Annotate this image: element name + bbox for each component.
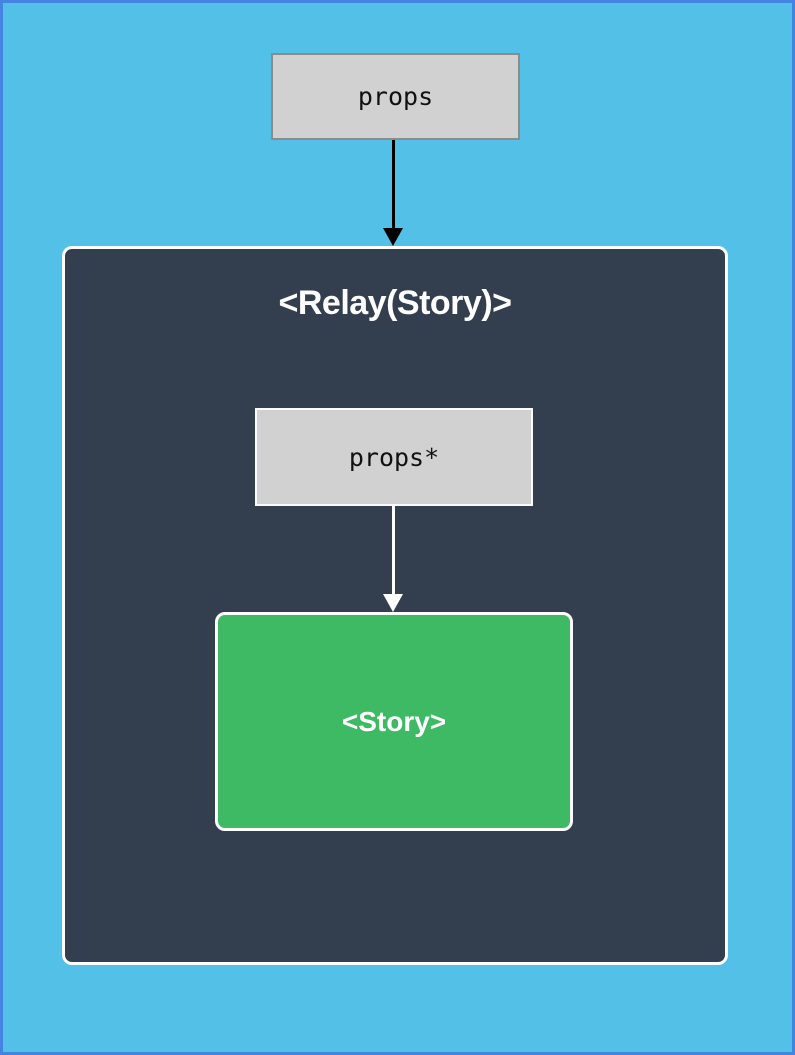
relay-story-container: <Relay(Story)> props* <Story> <box>62 246 728 965</box>
props-node: props <box>271 53 520 140</box>
props-node-label: props <box>357 82 434 111</box>
arrow-down-black-head-icon <box>383 228 403 246</box>
arrow-down-black-stem <box>392 140 395 230</box>
relay-container-title: <Relay(Story)> <box>278 284 513 322</box>
arrow-down-white-stem <box>392 506 395 596</box>
story-node-label: <Story> <box>341 705 447 737</box>
props-star-node: props* <box>255 408 533 506</box>
props-star-node-label: props* <box>348 442 440 472</box>
story-node: <Story> <box>215 612 573 831</box>
arrow-down-white-head-icon <box>383 594 403 612</box>
